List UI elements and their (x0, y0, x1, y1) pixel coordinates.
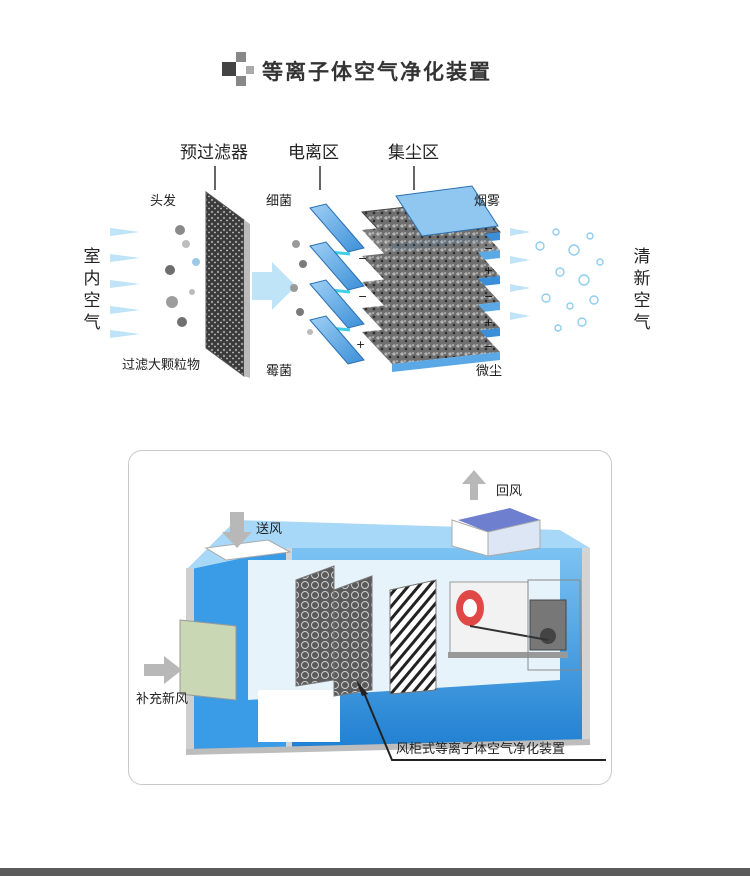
bottom-bar (0, 868, 750, 876)
svg-text:+: + (484, 316, 493, 329)
label-hair: 头发 (150, 194, 177, 209)
label-ionization-zone: 电离区 (288, 143, 339, 163)
svg-text:−: − (358, 252, 367, 265)
title-square-icon (236, 52, 246, 62)
label-device: 风柜式等离子体空气净化装置 (396, 742, 566, 757)
label-pre-filter: 预过滤器 (180, 143, 248, 163)
title-square-icon (246, 66, 254, 74)
label-indoor-air: 室内空气 (83, 247, 101, 333)
label-fresh-air: 补充新风 (136, 692, 189, 707)
label-supply-air: 送风 (256, 522, 283, 537)
label-filter-large-particles: 过滤大颗粒物 (122, 358, 201, 373)
svg-text:+: + (484, 264, 493, 277)
svg-text:−: − (484, 340, 493, 353)
page-title: 等离子体空气净化装置 (262, 60, 492, 84)
svg-text:+: + (356, 338, 365, 351)
label-dust: 微尘 (476, 364, 503, 379)
title-square-icon (222, 62, 236, 76)
svg-text:−: − (484, 290, 493, 303)
title-square-icon (236, 76, 246, 86)
label-bacteria: 细菌 (266, 194, 293, 209)
label-mold: 霉菌 (266, 364, 293, 379)
svg-text:−: − (358, 290, 367, 303)
svg-text:−: − (484, 242, 493, 255)
label-return-air: 回风 (496, 484, 523, 499)
label-collection-zone: 集尘区 (388, 143, 439, 163)
label-clean-air: 清新空气 (633, 247, 651, 333)
title-block: 等离子体空气净化装置 (222, 52, 522, 94)
label-smoke: 烟雾 (474, 194, 501, 209)
